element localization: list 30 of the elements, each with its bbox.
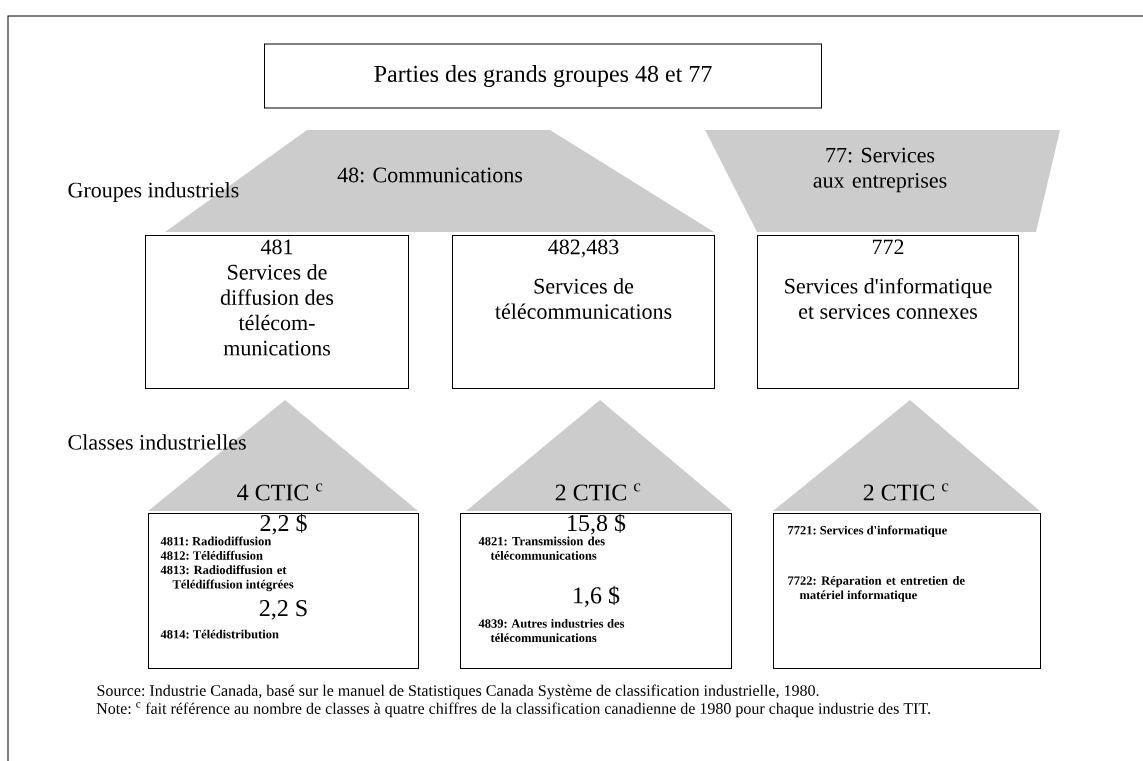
group-box xyxy=(145,235,409,389)
class-item: 4811: Radiodiffusion xyxy=(160,536,272,546)
group-box xyxy=(452,235,715,389)
group-code: 772 xyxy=(872,239,904,255)
title-box: Parties des grands groupes 48 et 77 xyxy=(264,43,822,109)
amount: 15,8 $ xyxy=(568,513,626,535)
group-code: 481 xyxy=(260,239,293,255)
footnote: Note: $^{c}$ fait référence au nombre de classes à quatre chiffres de la classification canadienne de 1980 pour chaque industrie des TIT. xyxy=(96,702,930,718)
class-box xyxy=(148,513,419,669)
group-name: Services de télécommunications xyxy=(495,278,672,319)
amount: 2,2 $ xyxy=(260,513,307,535)
class-item: 7721: Services d'informatique xyxy=(788,525,947,537)
class-item: 7722: Réparation et entretien de matériel informatique xyxy=(788,576,965,602)
group-name: Services de diffusion des télécom-munications xyxy=(220,264,334,356)
class-item: 4812: Télédiffusion xyxy=(160,550,263,560)
shaded-triangle: 2 CTIC $^{c}$ xyxy=(466,400,732,511)
group-name: Services d'informatique et services connexes xyxy=(785,277,992,319)
source-note: Source: Industrie Canada, basé sur le manuel de Statistiques Canada Système de classification industrielle, 1980. xyxy=(97,684,819,700)
amount: 1,6 $ xyxy=(574,585,620,607)
class-item: 4839: Autres industries des télécommunications xyxy=(478,618,625,643)
shaded-trapezoid: 77: Services aux entreprises xyxy=(705,130,1060,232)
group-code: 482,483 xyxy=(548,239,619,258)
class-item: 4821: Transmission des télécommunications xyxy=(478,536,605,560)
class-item: 4813: Radiodiffusion et Télédiffusion intégrées xyxy=(160,565,294,592)
group-box xyxy=(757,235,1019,389)
class-item: 4814: Télédistribution xyxy=(160,629,279,639)
amount: 2,2 S xyxy=(259,600,307,620)
shaded-triangle: 2 CTIC $^{c}$ xyxy=(773,400,1040,511)
class-box xyxy=(460,513,732,669)
class-box xyxy=(773,513,1041,669)
